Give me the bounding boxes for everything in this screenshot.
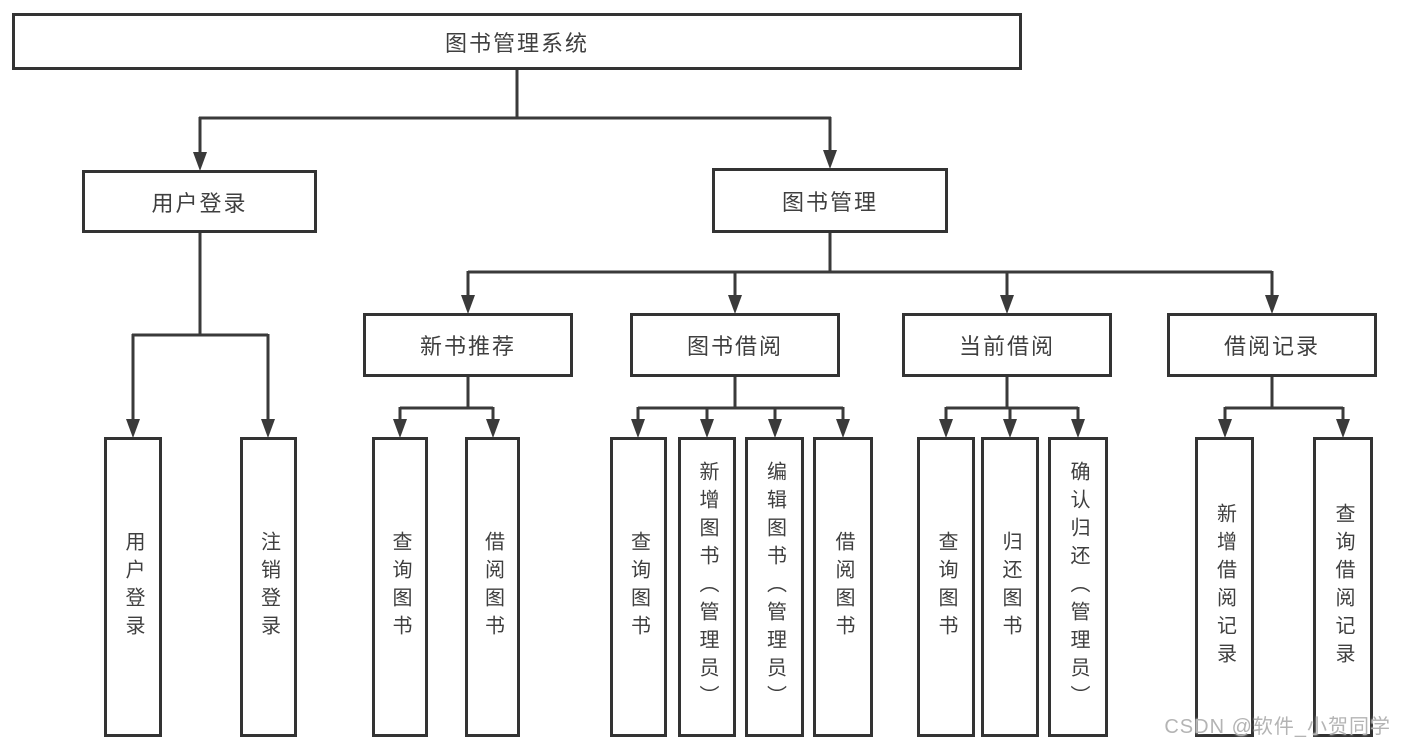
node-user-login: 用户登录 [82, 170, 317, 233]
node-label: 图书管理系统 [444, 30, 589, 56]
leaf-label: 查询图书 [389, 531, 411, 643]
node-library-management-system: 图书管理系统 [12, 13, 1022, 70]
leaf-add-borrow-record: 新增借阅记录 [1195, 437, 1254, 737]
arrowhead-query-books-3 [939, 419, 953, 438]
arrowhead-borrow-books-2 [836, 419, 850, 438]
leaf-label: 新增借阅记录 [1213, 503, 1236, 671]
arrowhead-leaf-user-login [126, 419, 140, 438]
connector-borrow-records-to-leaves [1218, 377, 1350, 438]
csdn-watermark: CSDN @软件_小贺同学 [1164, 716, 1391, 738]
leaf-label: 编辑图书（管理员） [763, 461, 786, 713]
connector-book-borrow-to-leaves [631, 377, 850, 438]
leaf-query-books-borrow: 查询图书 [610, 437, 667, 737]
arrowhead-query-borrow-record [1336, 419, 1350, 438]
leaf-query-books-recommend: 查询图书 [372, 437, 428, 737]
leaf-edit-books-admin: 编辑图书（管理员） [745, 437, 804, 737]
leaf-user-login: 用户登录 [104, 437, 162, 737]
node-new-book-recommend: 新书推荐 [363, 313, 573, 377]
arrowhead-user-login [193, 152, 207, 171]
arrowhead-borrow-books-1 [486, 419, 500, 438]
connector-root-to-level2 [193, 69, 837, 171]
connector-current-borrow-to-leaves [939, 377, 1085, 438]
leaf-label: 查询图书 [935, 531, 957, 643]
leaf-label: 用户登录 [122, 531, 144, 643]
leaf-label: 新增图书（管理员） [696, 461, 718, 713]
arrowhead-confirm-return [1071, 419, 1085, 438]
arrowhead-query-books-1 [393, 419, 407, 438]
arrowhead-book-borrow [728, 295, 742, 314]
leaf-label: 借阅图书 [832, 531, 854, 643]
connector-user-login-to-leaves [126, 233, 275, 438]
leaf-label: 借阅图书 [481, 531, 504, 643]
node-label: 用户登录 [151, 190, 248, 216]
node-current-borrow: 当前借阅 [902, 313, 1112, 377]
arrowhead-borrow-records [1265, 295, 1279, 314]
leaf-add-books-admin: 新增图书（管理员） [678, 437, 736, 737]
leaf-confirm-return-admin: 确认归还（管理员） [1048, 437, 1108, 737]
leaf-logout: 注销登录 [240, 437, 297, 737]
arrowhead-new-book-recommend [461, 295, 475, 314]
node-label: 当前借阅 [958, 334, 1055, 359]
leaf-label: 查询借阅记录 [1332, 503, 1354, 671]
node-label: 图书管理 [781, 189, 878, 215]
node-book-management: 图书管理 [712, 168, 948, 233]
arrowhead-edit-books [768, 419, 782, 438]
arrowhead-query-books-2 [631, 419, 645, 438]
leaf-label: 确认归还（管理员） [1067, 461, 1089, 713]
arrowhead-add-books [700, 419, 714, 438]
leaf-borrow-books-recommend: 借阅图书 [465, 437, 520, 737]
arrowhead-book-management [823, 150, 837, 169]
leaf-label: 查询图书 [627, 531, 650, 643]
node-label: 新书推荐 [419, 334, 516, 359]
arrowhead-add-borrow-record [1218, 419, 1232, 438]
arrowhead-leaf-logout [261, 419, 275, 438]
leaf-query-borrow-record: 查询借阅记录 [1313, 437, 1373, 737]
leaf-label: 注销登录 [257, 531, 280, 643]
connector-new-book-recommend-to-leaves [393, 377, 500, 438]
leaf-label: 归还图书 [999, 531, 1021, 643]
node-label: 图书借阅 [686, 334, 783, 359]
leaf-borrow-books: 借阅图书 [813, 437, 873, 737]
leaf-query-books-current: 查询图书 [917, 437, 975, 737]
arrowhead-current-borrow [1000, 295, 1014, 314]
arrowhead-return-books [1003, 419, 1017, 438]
node-label: 借阅记录 [1223, 334, 1320, 359]
node-book-borrow: 图书借阅 [630, 313, 840, 377]
connector-book-management-to-level3 [461, 233, 1279, 314]
leaf-return-books: 归还图书 [981, 437, 1039, 737]
node-borrow-records: 借阅记录 [1167, 313, 1377, 377]
